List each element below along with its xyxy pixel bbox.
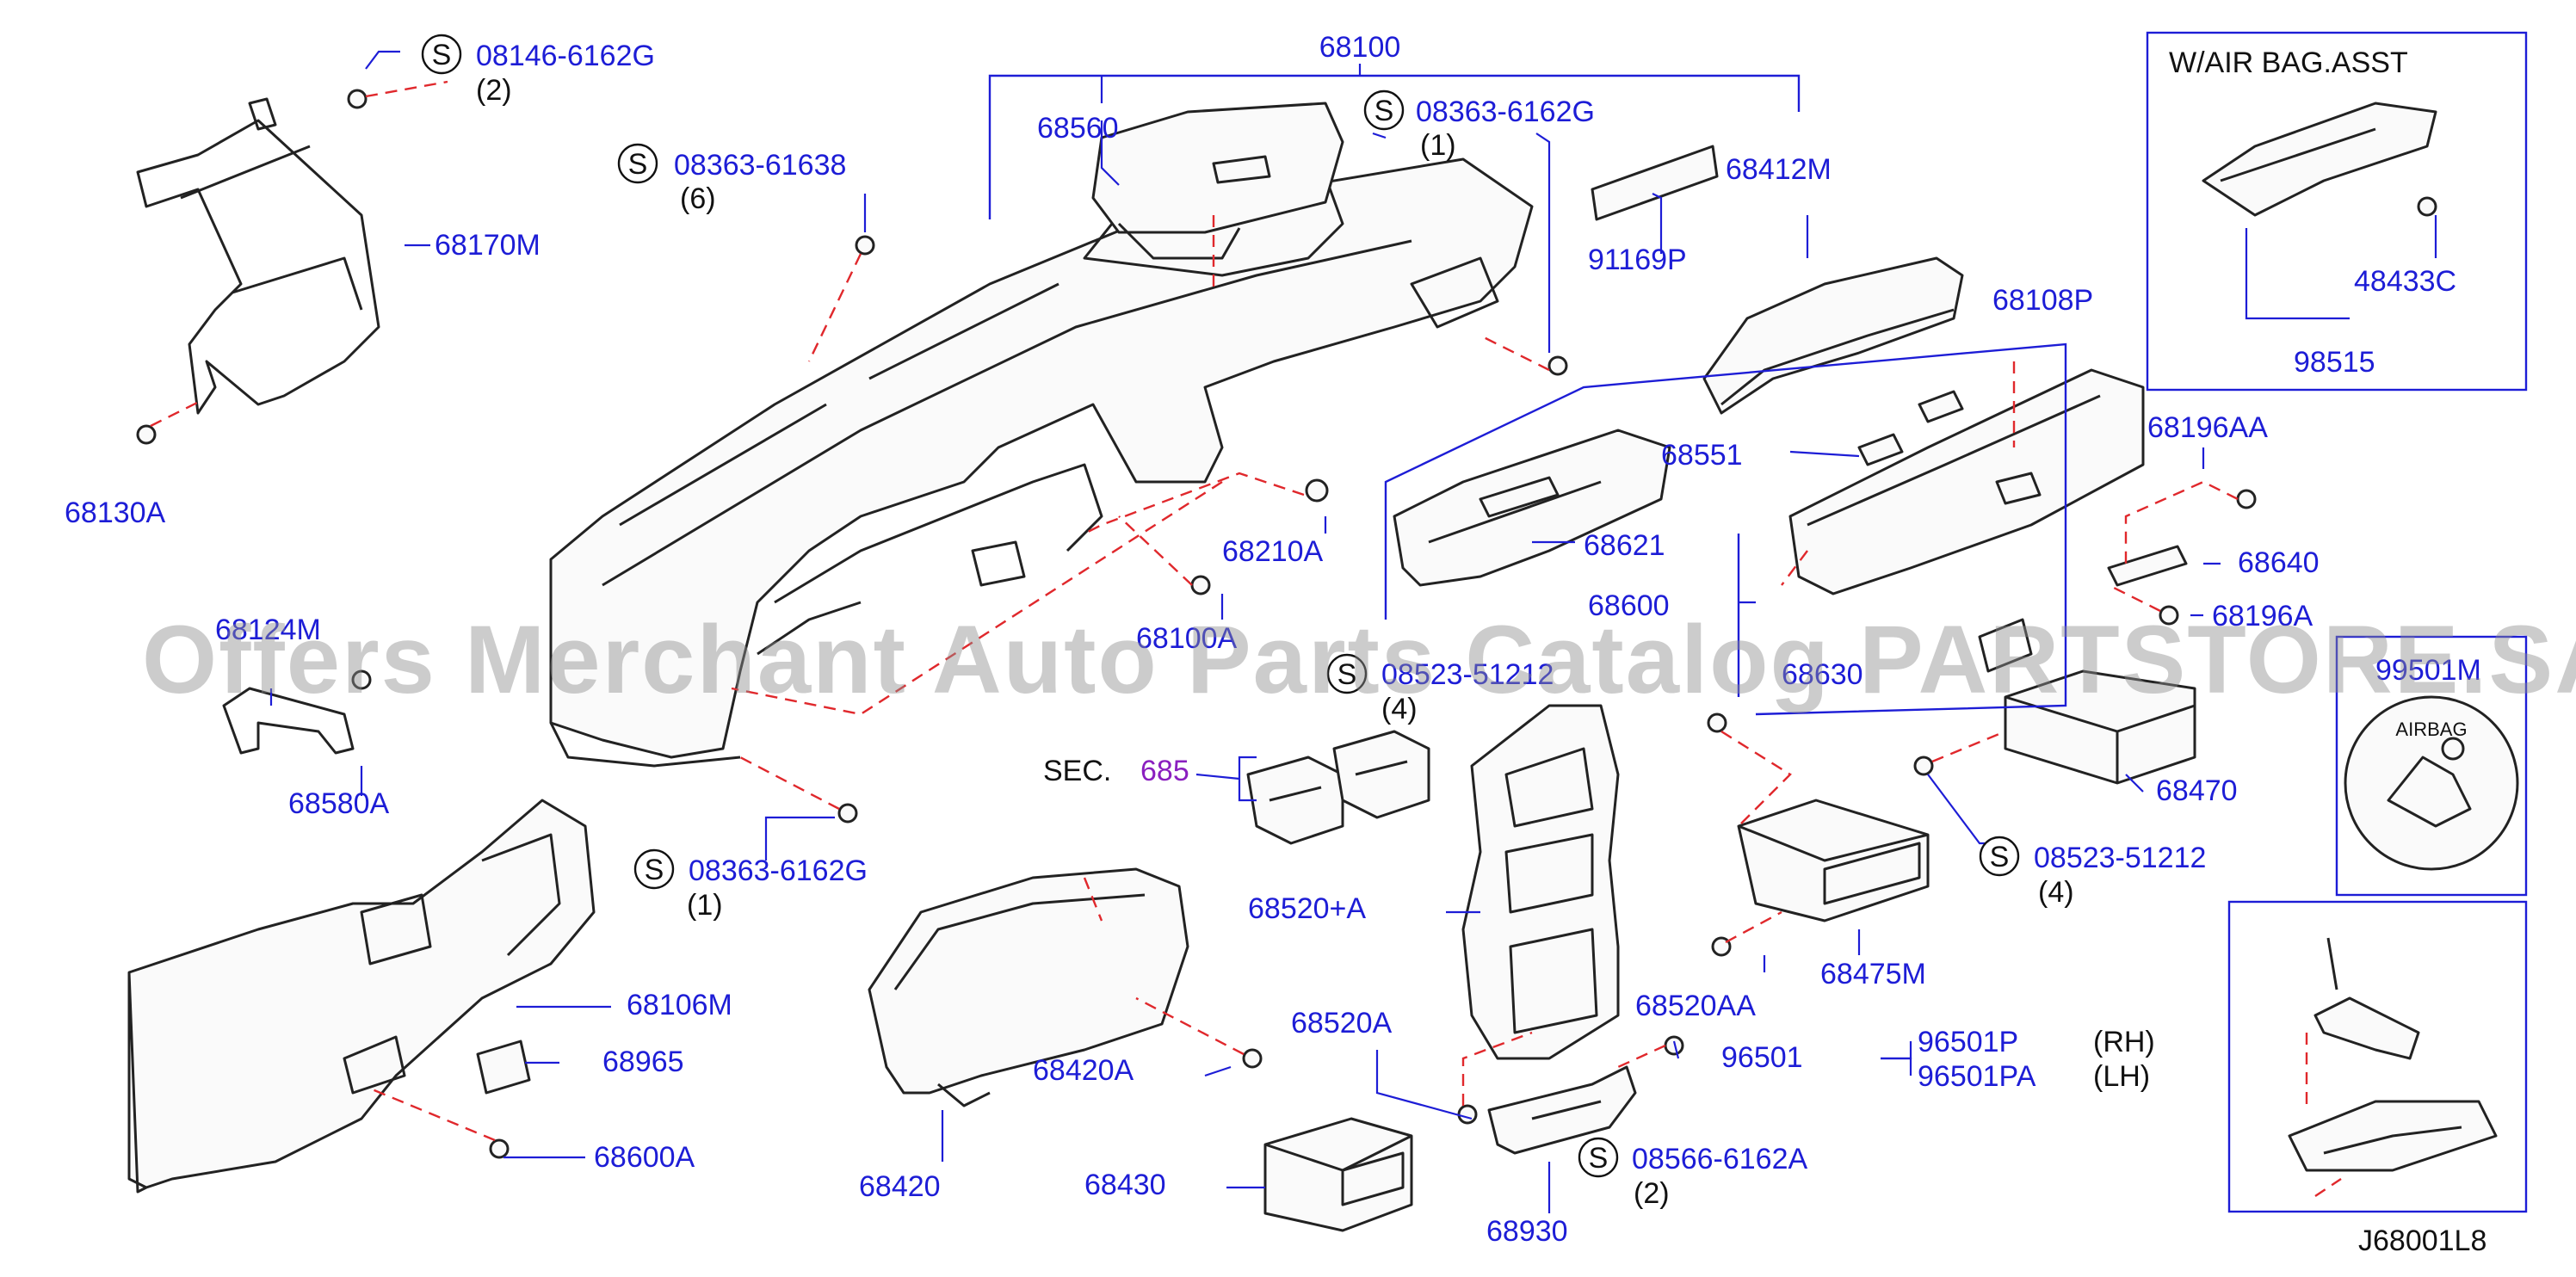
center-cluster-68520A xyxy=(1461,704,1620,1060)
s-letter: S xyxy=(1374,95,1394,127)
part-label-68100A: 68100A xyxy=(1136,622,1238,655)
airbag-label-inset xyxy=(2335,635,2528,897)
part-label-91169P: 91169P xyxy=(1588,244,1687,276)
part-label-68630: 68630 xyxy=(1782,658,1863,691)
bracket-68621 xyxy=(1393,429,1671,587)
part-label-68412M: 68412M xyxy=(1726,153,1832,186)
bolt-label-08363-6162G-lower: 08363-6162G xyxy=(689,854,868,887)
part-label-68170M: 68170M xyxy=(435,229,541,262)
part-label-68470: 68470 xyxy=(2156,774,2238,807)
part-label-68520AA: 68520AA xyxy=(1635,990,1756,1022)
label-91169P xyxy=(1591,145,1719,221)
pocket-68430 xyxy=(1263,1117,1413,1232)
part-label-96501PA: 96501PA xyxy=(1918,1060,2036,1093)
airbag-badge-text: AIRBAG xyxy=(2395,719,2467,740)
striker-68640 xyxy=(2107,545,2188,587)
part-label-68196AA: 68196AA xyxy=(2147,411,2268,444)
part-label-68560: 68560 xyxy=(1037,112,1119,145)
part-label-99501M: 99501M xyxy=(2375,654,2481,687)
meter-hood-68420 xyxy=(868,867,1189,1107)
part-label-68106M: 68106M xyxy=(627,989,732,1021)
section-label: SEC. xyxy=(1043,755,1111,787)
s-letter: S xyxy=(432,39,452,71)
part-label-98515: 98515 xyxy=(2294,346,2375,379)
part-label-68475M: 68475M xyxy=(1820,958,1926,990)
airbag-assembly-title: W/AIR BAG.ASST xyxy=(2169,46,2408,79)
screw-icon xyxy=(136,89,2437,1159)
part-label-96501P: 96501P xyxy=(1918,1026,2018,1058)
bolt-label-08363-61638: 08363-61638 xyxy=(674,149,846,182)
qty-label: (1) xyxy=(687,889,723,922)
part-label-68930: 68930 xyxy=(1486,1215,1568,1248)
qty-label: (4) xyxy=(2038,876,2074,909)
section-number-685: 685 xyxy=(1140,755,1189,787)
lh-rh-inset xyxy=(2227,900,2528,1213)
s-letter: S xyxy=(1589,1142,1609,1175)
part-label-48433C: 48433C xyxy=(2354,265,2456,298)
part-label-68600: 68600 xyxy=(1588,589,1670,622)
airbag-assembly-inset xyxy=(2146,31,2528,392)
s-letter: S xyxy=(645,854,664,886)
s-symbol-icon xyxy=(421,34,2020,1178)
part-label-68196A: 68196A xyxy=(2212,600,2313,632)
bolt-label-08146-6162G: 08146-6162G xyxy=(476,40,655,72)
qty-label: (1) xyxy=(1420,129,1456,162)
lh-label: (LH) xyxy=(2093,1060,2150,1093)
qty-label: (6) xyxy=(680,182,716,215)
qty-label: (2) xyxy=(1634,1177,1670,1210)
bolt-label-08523-51212-right: 08523-51212 xyxy=(2034,842,2206,874)
s-letter: S xyxy=(628,148,648,181)
part-label-68130A: 68130A xyxy=(65,497,166,529)
lower-panel-68106M xyxy=(127,799,596,1194)
watermark: Offers Merchant Auto Parts Catalog PARTS… xyxy=(142,606,2576,713)
drawing-code: J68001L8 xyxy=(2358,1225,2486,1257)
installation-lines xyxy=(150,80,2239,1142)
part-label-68640: 68640 xyxy=(2238,546,2320,579)
part-label-68965: 68965 xyxy=(602,1046,684,1078)
instrument-panel-68100 xyxy=(549,102,1534,768)
part-label-68621: 68621 xyxy=(1584,529,1665,562)
part-label-68420: 68420 xyxy=(859,1170,941,1203)
part-label-68108P: 68108P xyxy=(1992,284,2093,317)
part-label-68520-plus-A: 68520+A xyxy=(1248,892,1366,925)
part-label-96501: 96501 xyxy=(1721,1041,1803,1074)
part-label-68210A: 68210A xyxy=(1222,535,1324,568)
part-label-68124M: 68124M xyxy=(215,614,321,646)
part-label-68600A: 68600A xyxy=(594,1141,695,1174)
part-label-68580A: 68580A xyxy=(288,787,390,820)
hinge-68551 xyxy=(1857,390,1964,466)
part-label-68551: 68551 xyxy=(1661,439,1743,472)
part-label-68430: 68430 xyxy=(1084,1169,1166,1201)
bracket-68170M xyxy=(136,97,380,415)
bolt-label-08566-6162A: 08566-6162A xyxy=(1632,1143,1808,1175)
part-label-68520A: 68520A xyxy=(1291,1007,1393,1039)
ash-tray-68475M xyxy=(1737,799,1930,922)
part-label-68420A: 68420A xyxy=(1033,1054,1134,1087)
cover-68965 xyxy=(476,1039,531,1095)
rh-label: (RH) xyxy=(2093,1026,2155,1058)
pocket-68470 xyxy=(2004,669,2196,785)
bracket-68124M xyxy=(222,687,355,755)
qty-label: (2) xyxy=(476,74,512,107)
trim-68930 xyxy=(1487,1065,1637,1155)
qty-label: (4) xyxy=(1381,693,1418,725)
part-labels: 68100 68560 08363-6162G (1) 08363-61638 … xyxy=(65,31,2486,1257)
lid-68412M xyxy=(1702,256,1964,415)
bolt-label-08523-51212: 08523-51212 xyxy=(1381,658,1554,691)
vents-section-685 xyxy=(1246,730,1430,845)
glove-box-68108P xyxy=(1788,368,2145,673)
s-letter: S xyxy=(1990,841,2010,873)
bolt-label-08363-6162G: 08363-6162G xyxy=(1416,96,1595,128)
s-letter: S xyxy=(1337,658,1357,691)
part-label-68100: 68100 xyxy=(1319,31,1401,64)
